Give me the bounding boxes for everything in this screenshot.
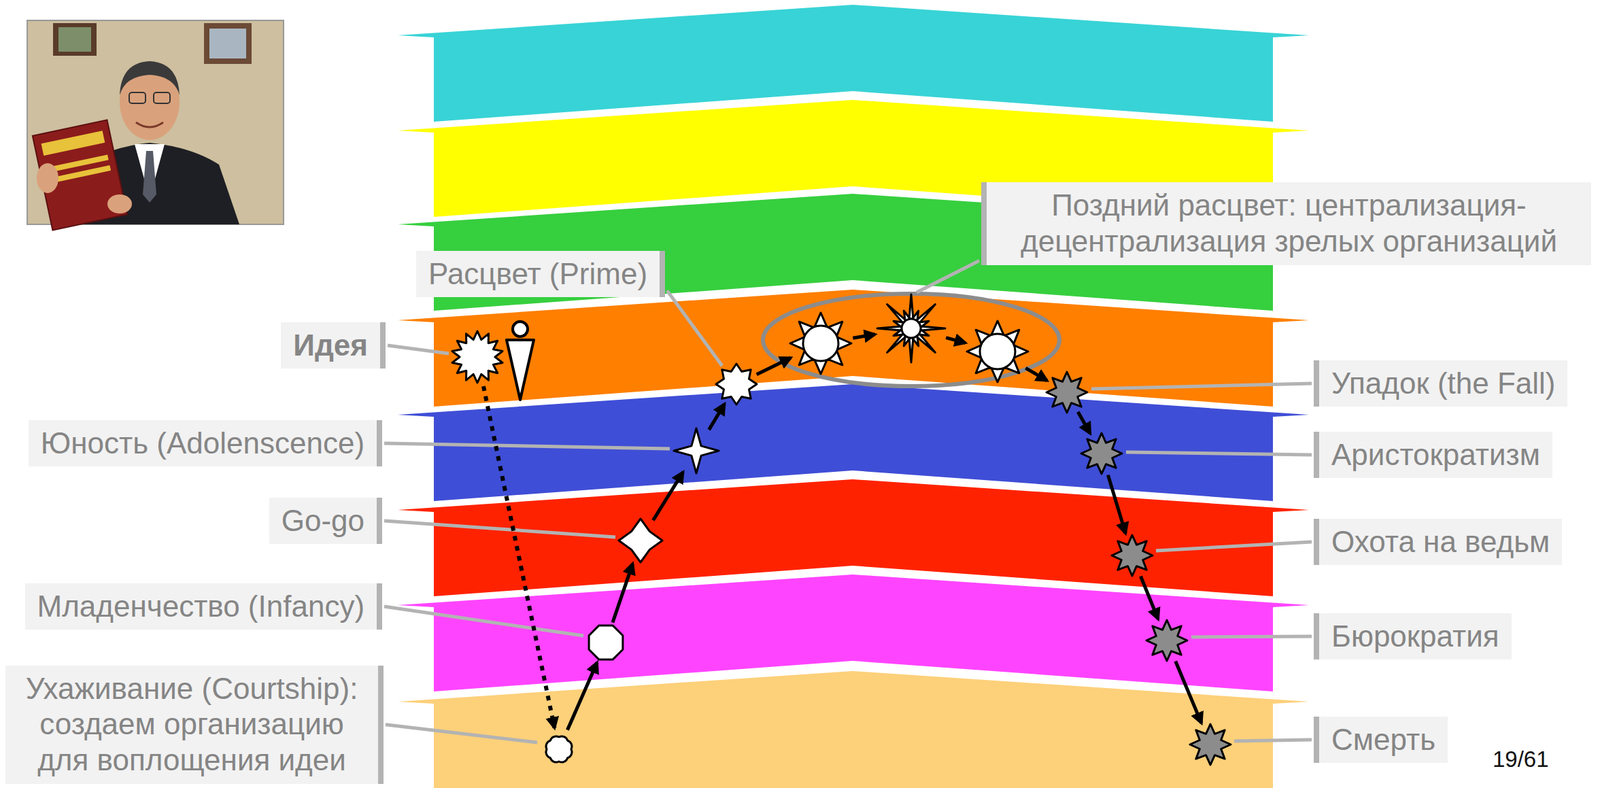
flow-arrow — [652, 471, 683, 521]
stage-symbol — [803, 325, 839, 362]
label-text: Младенчество (Infancy) — [37, 588, 366, 625]
wall-picture — [203, 23, 252, 64]
stage-label: Упадок (the Fall) — [1313, 360, 1568, 408]
stage-label: Охота на ведьм — [1313, 518, 1562, 566]
stage-label: Расцвет (Prime) — [416, 250, 666, 298]
dotted-arrow — [483, 386, 555, 729]
stage-symbol — [1146, 620, 1188, 661]
author-photo — [27, 20, 284, 231]
stage-symbol — [618, 518, 663, 563]
stage-label: Младенчество (Infancy) — [25, 583, 383, 631]
label-text: Упадок (the Fall) — [1331, 365, 1556, 402]
flow-arrow — [1025, 367, 1047, 381]
leader-line — [384, 606, 584, 636]
stage-symbol — [588, 625, 623, 660]
stage-label: Go-go — [269, 497, 383, 545]
stage-symbol — [673, 428, 719, 474]
stage-symbol — [452, 331, 503, 383]
founder-icon — [506, 339, 534, 400]
late-prime-ellipse — [762, 293, 1060, 387]
stage-symbol — [901, 318, 921, 338]
lifecycle-arrows — [483, 334, 1202, 731]
label-text: Охота на ведьм — [1331, 524, 1550, 561]
hand — [107, 194, 132, 214]
smile — [135, 122, 164, 128]
stage-symbol — [966, 320, 1029, 383]
stage-symbol — [1046, 371, 1088, 413]
color-bands — [397, 4, 1309, 788]
flow-arrow — [709, 403, 725, 430]
label-text: Расцвет (Prime) — [428, 256, 648, 293]
stage-symbol — [790, 312, 852, 374]
glasses — [153, 92, 170, 104]
stage-label: Смерть — [1313, 716, 1448, 764]
flow-arrow — [756, 357, 791, 374]
stage-symbol — [979, 333, 1016, 370]
leader-line — [384, 443, 670, 449]
flow-arrow — [1175, 660, 1202, 723]
label-text: Бюрократия — [1331, 618, 1500, 655]
stage-symbol — [893, 310, 929, 347]
book-cover — [32, 119, 128, 230]
leader-line — [387, 345, 449, 354]
label-text: Юность (Adolenscence) — [40, 425, 365, 462]
hair — [119, 61, 180, 96]
stage-label: Бюрократия — [1313, 613, 1512, 661]
stage-label: Ухаживание (Courtship): создаем организа… — [5, 665, 384, 785]
leader-line — [1091, 383, 1312, 389]
label-text: Ухаживание (Courtship): создаем организа… — [13, 671, 370, 779]
hand — [36, 163, 59, 194]
stage-symbol — [1081, 433, 1122, 474]
founder-icon — [512, 321, 528, 337]
tie — [142, 150, 157, 203]
stage-symbol — [1189, 724, 1231, 765]
page-number: 19/61 — [1492, 746, 1550, 773]
wall-picture — [53, 23, 97, 56]
leader-line — [1126, 452, 1312, 455]
flow-arrow — [852, 334, 875, 338]
leader-line — [667, 290, 723, 366]
flow-arrow — [612, 563, 633, 623]
label-text: Идея — [293, 327, 368, 364]
wall-picture — [209, 28, 247, 59]
book-band — [41, 130, 106, 156]
leader-line — [916, 261, 980, 293]
leader-line — [1234, 739, 1312, 742]
leader-line — [1155, 541, 1312, 551]
flow-arrow — [567, 662, 598, 730]
book — [32, 119, 128, 230]
stage-label: Аристократизм — [1313, 431, 1553, 479]
stage-symbol — [1111, 535, 1153, 576]
color-band — [397, 671, 1309, 788]
leader-line — [385, 724, 538, 743]
wall-picture — [58, 27, 92, 52]
label-text: Аристократизм — [1331, 437, 1541, 474]
stage-label: Идея — [280, 322, 386, 370]
flow-arrow — [1140, 576, 1159, 620]
label-text: Go-go — [281, 503, 365, 540]
stage-symbol — [546, 736, 572, 763]
glasses — [129, 92, 146, 104]
stage-symbols — [452, 294, 1231, 765]
leader-line — [1191, 636, 1312, 638]
stage-symbol — [877, 294, 946, 363]
leader-line — [384, 520, 616, 538]
flow-arrow — [1107, 475, 1126, 534]
stage-label: Поздний расцвет: централизация-децентрал… — [981, 182, 1592, 266]
flow-arrow — [1077, 412, 1091, 434]
flow-arrow — [945, 337, 965, 344]
stage-symbol — [716, 363, 757, 405]
stage-label: Юность (Adolenscence) — [28, 420, 383, 468]
label-text: Поздний расцвет: централизация-децентрал… — [994, 187, 1584, 260]
label-text: Смерть — [1331, 722, 1436, 759]
leader-lines — [384, 261, 1312, 743]
